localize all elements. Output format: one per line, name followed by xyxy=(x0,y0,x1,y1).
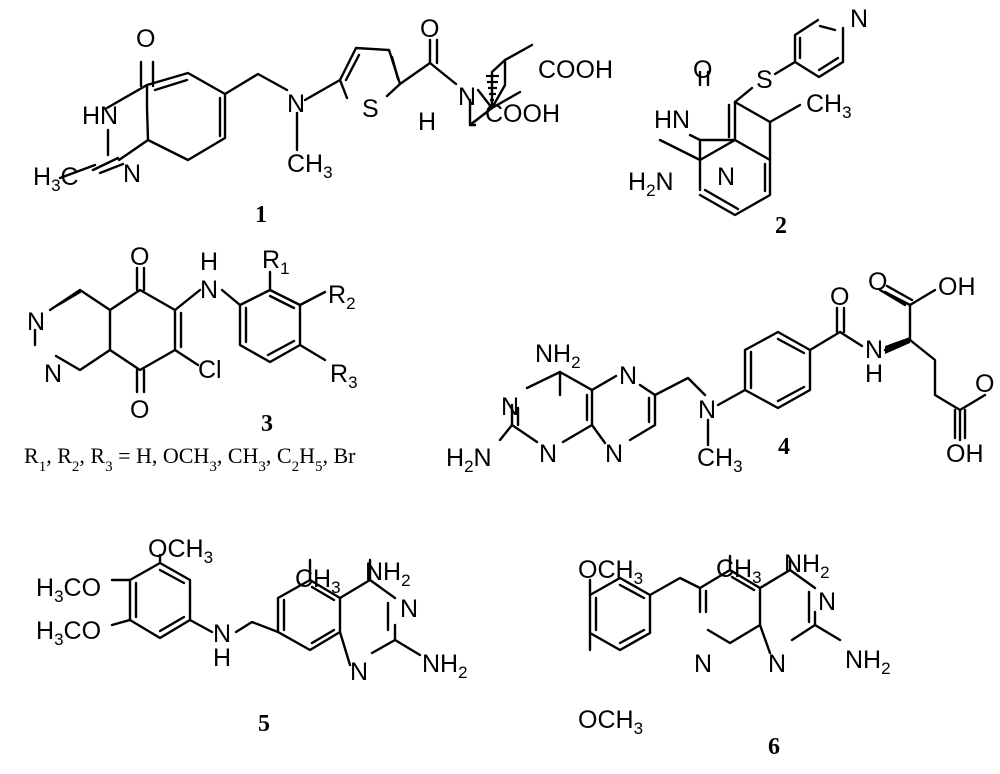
c3-o-bottom-label: O xyxy=(130,396,149,424)
c6-n-a-label: N xyxy=(818,588,836,616)
c5-nh2-top-label: NH2 xyxy=(365,558,411,590)
c4-h2n-label: H2N xyxy=(446,444,492,476)
c5-och3-top-label: OCH3 xyxy=(148,535,213,567)
c6-n-c-label: N xyxy=(694,650,712,678)
c4-amide-o-label: O xyxy=(830,283,849,311)
compound-number-1: 1 xyxy=(255,202,267,228)
c4-nh2-label: NH2 xyxy=(535,340,581,372)
c5-n-a-label: N xyxy=(400,595,418,623)
c4-amine-n-label: N xyxy=(698,396,716,424)
compound-number-2: 2 xyxy=(775,213,787,239)
c3-cl-label: Cl xyxy=(198,356,222,384)
c3-r3-label: R3 xyxy=(330,360,358,392)
c2-h2n-label: H2N xyxy=(628,168,674,200)
c5-amine-n-label: N xyxy=(213,620,231,648)
c2-hn-label: HN xyxy=(654,106,690,134)
compound-3: N N O O H N Cl R1 R2 R3 3 R1, R2, R3 = H… xyxy=(24,243,358,475)
c5-h3co-b-label: H3CO xyxy=(36,617,101,649)
c4-n-b-label: N xyxy=(539,440,557,468)
c4-n-a-label: N xyxy=(501,393,519,421)
c6-nh2-top-label: NH2 xyxy=(784,550,830,582)
c6-n-b-label: N xyxy=(768,650,786,678)
compound-6: OCH3 OCH3 CH3 NH2 N N N NH2 6 xyxy=(578,550,891,760)
compound-2: N S O CH3 HN N H2N 2 xyxy=(628,5,868,239)
compound-number-4: 4 xyxy=(778,434,790,460)
c6-och3-top-label: OCH3 xyxy=(578,556,643,588)
c5-h3co-a-label: H3CO xyxy=(36,574,101,606)
c3-nh-h-label: H xyxy=(200,248,218,276)
compound-4: NH2 N N N N H2N N CH3 O N H O OH O OH 4 xyxy=(446,268,994,476)
c1-o-label: O xyxy=(136,25,155,53)
c2-s-label: S xyxy=(756,66,773,94)
c3-nh-n-label: N xyxy=(200,276,218,304)
c3-substituent-legend: R1, R2, R3 = H, OCH3, CH3, C2H5, Br xyxy=(24,443,356,475)
c2-ch3-label: CH3 xyxy=(806,90,852,122)
c1-cooh-top-label: COOH xyxy=(538,56,613,84)
c2-n-label: N xyxy=(717,163,735,191)
c1-ch3-label: CH3 xyxy=(287,150,333,182)
c4-ch3-label: CH3 xyxy=(697,444,743,476)
compound-number-3: 3 xyxy=(261,411,273,437)
c6-ch3-label: CH3 xyxy=(716,555,762,587)
compound-number-6: 6 xyxy=(768,734,780,760)
c3-r1-label: R1 xyxy=(262,246,290,278)
c2-pyridine-n-label: N xyxy=(850,5,868,33)
c4-acid1-oh-label: OH xyxy=(938,273,976,301)
c5-n-b-label: N xyxy=(350,658,368,686)
c4-n-d-label: N xyxy=(605,440,623,468)
c3-n-top-label: N xyxy=(27,308,45,336)
c4-acid1-o-label: O xyxy=(868,268,887,296)
c1-cooh-bottom-label: COOH xyxy=(485,100,560,128)
compound-1: O HN N H3C N CH3 S O N H COOH COOH 1 xyxy=(33,15,613,228)
c5-nh2-bottom-label: NH2 xyxy=(422,650,468,682)
c1-nh-n-label: N xyxy=(458,83,476,111)
c1-hn-label: HN xyxy=(82,102,118,130)
c4-acid2-o-label: O xyxy=(975,370,994,398)
c6-och3-bottom-label: OCH3 xyxy=(578,706,643,738)
compound-number-5: 5 xyxy=(258,711,270,737)
c3-o-top-label: O xyxy=(130,243,149,271)
c1-nh-h-label: H xyxy=(418,108,436,136)
c6-nh2-bottom-label: NH2 xyxy=(845,646,891,678)
c1-amide-o-label: O xyxy=(420,15,439,43)
c3-r2-label: R2 xyxy=(328,281,356,313)
c5-ch3-label: CH3 xyxy=(295,565,341,597)
c4-nh-h-label: H xyxy=(865,360,883,388)
c4-nh-n-label: N xyxy=(865,336,883,364)
wedge-bond xyxy=(885,337,910,354)
c4-acid2-oh-label: OH xyxy=(946,440,984,468)
c1-amine-n-label: N xyxy=(287,90,305,118)
c1-h3c-label: H3C xyxy=(33,163,79,195)
c3-n-bottom-label: N xyxy=(44,360,62,388)
c1-n-label: N xyxy=(123,160,141,188)
c1-s-label: S xyxy=(362,95,379,123)
c2-o-label: O xyxy=(693,56,712,84)
compound-5: OCH3 H3CO H3CO N H CH3 NH2 N N NH2 5 xyxy=(36,535,468,737)
c4-n-c-label: N xyxy=(619,362,637,390)
c5-amine-h-label: H xyxy=(213,644,231,672)
